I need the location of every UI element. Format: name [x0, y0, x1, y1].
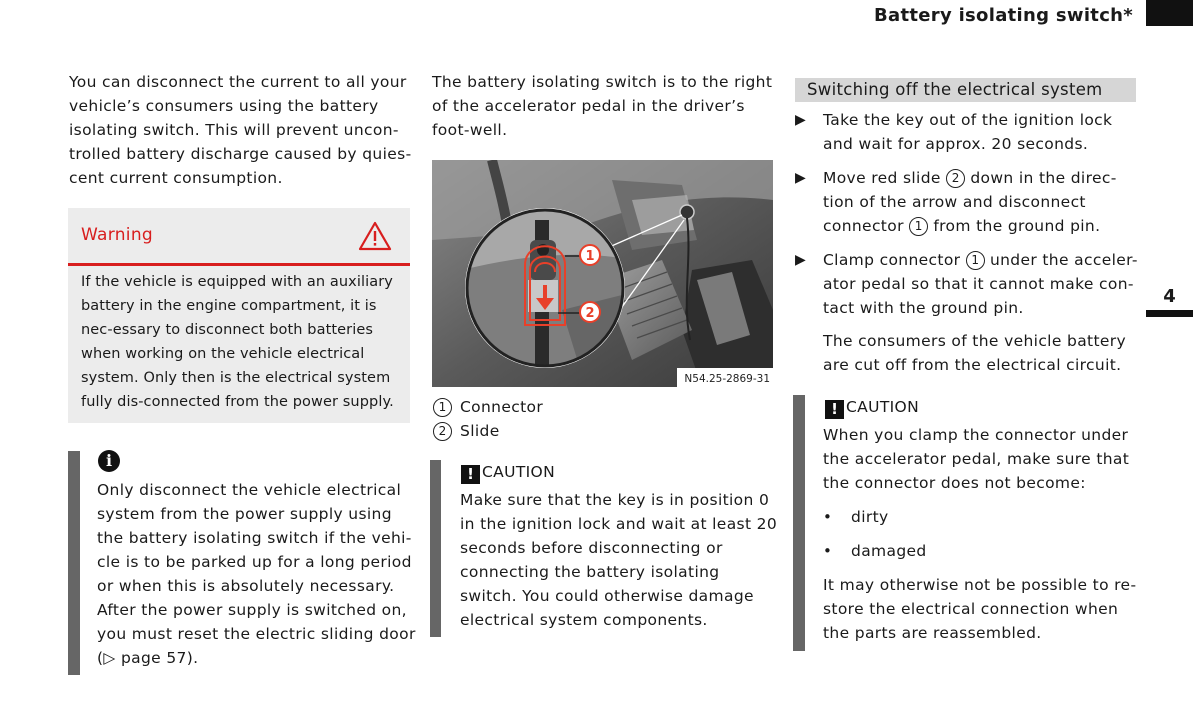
- chapter-tab-bar: [1146, 310, 1193, 317]
- bullet-item: • dirty: [823, 505, 1138, 529]
- caution-body: When you clamp the connector under the a…: [823, 423, 1138, 645]
- section-heading-box: Switching off the electrical system: [795, 78, 1136, 102]
- caution-heading: !CAUTION: [825, 395, 919, 419]
- callout-number: 1: [965, 251, 985, 270]
- info-icon: i: [98, 450, 120, 472]
- step-text: Move red slide 2 down in the direc-tion …: [823, 169, 1117, 236]
- photo-callout-1: 1: [585, 249, 594, 264]
- warning-box: Warning If the vehicle is equipped with …: [68, 208, 410, 423]
- location-paragraph: The battery isolating switch is to the r…: [432, 73, 773, 139]
- section-heading: Switching off the electrical system: [807, 80, 1103, 99]
- instruction-steps: ▶ Take the key out of the ignition lock …: [795, 108, 1140, 330]
- warning-body: If the vehicle is equipped with an auxil…: [81, 274, 394, 410]
- caution-body: Make sure that the key is in position 0 …: [460, 491, 778, 629]
- header-tab-block: [1146, 0, 1193, 26]
- battery-switch-photo: 1 2 N54.25-2869-31: [432, 160, 773, 387]
- legend-item: 1 Connector: [433, 395, 733, 419]
- warning-rule: [68, 263, 410, 266]
- step-arrow-icon: ▶: [795, 112, 807, 128]
- info-body: Only disconnect the vehicle electrical s…: [97, 481, 416, 667]
- callout-number: 2: [946, 169, 966, 188]
- bullet-marker: •: [823, 542, 833, 560]
- page-title: Battery isolating switch*: [874, 5, 1133, 26]
- photo-callout-2: 2: [585, 306, 594, 321]
- photo-code: N54.25-2869-31: [684, 373, 770, 385]
- legend-label: Connector: [460, 398, 544, 416]
- caution-outro: It may otherwise not be possible to re-s…: [823, 576, 1137, 642]
- caution-title: CAUTION: [482, 463, 556, 481]
- info-side-bar: [68, 451, 80, 675]
- bullet-item: • damaged: [823, 539, 1138, 563]
- photo-legend: 1 Connector 2 Slide: [433, 395, 733, 443]
- caution-title: CAUTION: [846, 398, 920, 416]
- warning-triangle-icon: [358, 221, 392, 251]
- bullet-text: damaged: [851, 542, 927, 560]
- bullet-marker: •: [823, 508, 833, 526]
- result-paragraph: The consumers of the vehicle battery are…: [823, 332, 1127, 374]
- caution-side-bar: [793, 395, 805, 651]
- caution-intro: When you clamp the connector under the a…: [823, 426, 1130, 492]
- warning-title: Warning: [81, 225, 153, 245]
- step-text: Take the key out of the ignition lock an…: [823, 111, 1113, 153]
- legend-number: 1: [433, 397, 452, 417]
- legend-label: Slide: [460, 422, 500, 440]
- intro-paragraph: You can disconnect the current to all yo…: [69, 73, 412, 187]
- caution-heading: !CAUTION: [461, 460, 555, 484]
- step-arrow-icon: ▶: [795, 252, 807, 268]
- step-text: Clamp connector 1 under the acceler-ator…: [823, 251, 1138, 317]
- caution-side-bar: [430, 460, 441, 637]
- step-arrow-icon: ▶: [795, 170, 807, 186]
- instruction-step: ▶ Move red slide 2 down in the direc-tio…: [795, 166, 1140, 238]
- instruction-step: ▶ Take the key out of the ignition lock …: [795, 108, 1140, 156]
- caution-icon: !: [461, 465, 480, 484]
- legend-item: 2 Slide: [433, 419, 733, 443]
- bullet-text: dirty: [851, 508, 889, 526]
- caution-icon: !: [825, 400, 844, 419]
- legend-number: 2: [433, 421, 452, 441]
- instruction-step: ▶ Clamp connector 1 under the acceler-at…: [795, 248, 1140, 320]
- chapter-tab-number: 4: [1163, 286, 1176, 307]
- callout-number: 1: [909, 217, 929, 236]
